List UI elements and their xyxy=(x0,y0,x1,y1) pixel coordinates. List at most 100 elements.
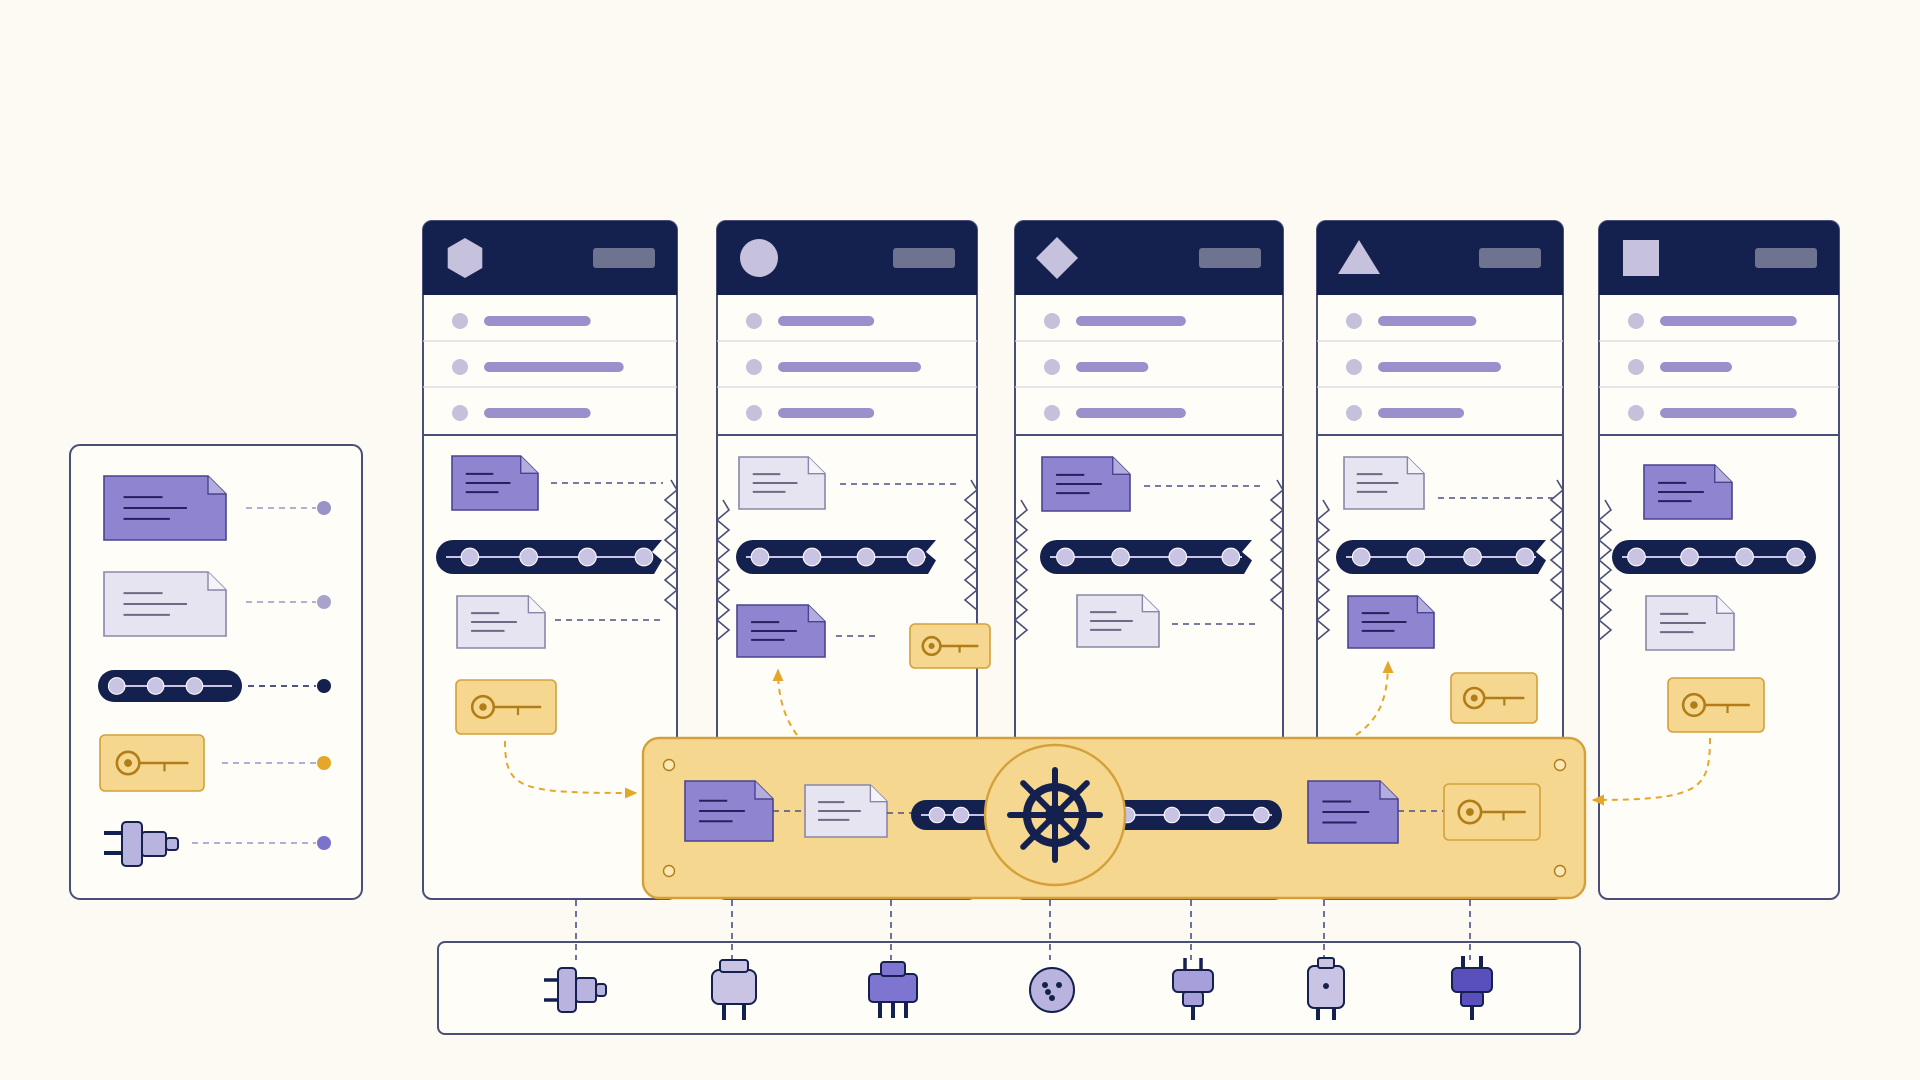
panel-header xyxy=(1015,221,1283,295)
list-bullet xyxy=(452,405,468,421)
list-item xyxy=(1628,313,1797,329)
list-line xyxy=(1076,362,1149,372)
document-icon xyxy=(1643,464,1733,520)
key-icon xyxy=(1667,677,1765,733)
list-item xyxy=(1044,313,1186,329)
document-icon xyxy=(736,604,826,658)
plug-tall-icon xyxy=(1172,958,1214,1020)
list-bullet xyxy=(1628,313,1644,329)
flow-arrow xyxy=(1355,660,1394,736)
square-icon xyxy=(1623,240,1659,276)
list-item xyxy=(423,340,677,375)
pipeline-icon xyxy=(1110,800,1282,830)
document-icon xyxy=(738,456,826,510)
document-icon xyxy=(1041,456,1131,512)
panel-header xyxy=(1599,221,1839,295)
legend-item-pipeline xyxy=(98,670,331,702)
pipeline-icon xyxy=(1336,540,1546,574)
panel-header xyxy=(717,221,977,295)
document-icon xyxy=(103,571,227,637)
document-icon xyxy=(804,784,888,838)
list-bullet xyxy=(1044,405,1060,421)
list-item xyxy=(1346,313,1477,329)
list-line xyxy=(1076,408,1186,418)
legend-item-plug xyxy=(104,821,331,867)
torn-edge xyxy=(1315,499,1331,641)
circle-icon xyxy=(740,239,778,277)
integration-hub xyxy=(641,736,1587,900)
list-line xyxy=(778,316,875,326)
list-item xyxy=(746,313,875,329)
header-badge xyxy=(593,248,655,268)
panel-circle xyxy=(715,220,991,900)
torn-edge xyxy=(963,479,979,611)
panel-header xyxy=(423,221,677,295)
legend-panel xyxy=(69,444,363,900)
list-item xyxy=(1599,340,1839,375)
legend-dot xyxy=(317,756,331,770)
list-bullet xyxy=(1628,359,1644,375)
list-line xyxy=(1660,362,1732,372)
list-item xyxy=(1599,386,1839,421)
list-item xyxy=(1015,340,1283,375)
legend-item-key xyxy=(99,734,331,792)
list-bullet xyxy=(1044,313,1060,329)
ship-wheel-icon xyxy=(983,743,1127,887)
hub-rivet xyxy=(1553,758,1567,772)
list-line xyxy=(1378,408,1465,418)
legend-dot xyxy=(317,679,331,693)
connector-frame xyxy=(437,941,1581,1035)
list-bullet xyxy=(746,405,762,421)
key-icon xyxy=(1450,672,1538,724)
header-badge xyxy=(1479,248,1541,268)
torn-edge xyxy=(1597,499,1613,641)
flow-arrow xyxy=(504,740,638,799)
hub-rivet xyxy=(662,864,676,878)
key-icon xyxy=(909,623,991,669)
header-badge xyxy=(1199,248,1261,268)
document-icon xyxy=(1307,780,1399,844)
legend-dot xyxy=(317,836,331,850)
hub-rivet xyxy=(1553,864,1567,878)
panel-header xyxy=(1317,221,1563,295)
triangle-icon xyxy=(1338,240,1380,274)
plug-box-icon xyxy=(1307,957,1345,1020)
diamond-icon xyxy=(1036,237,1078,279)
pipeline-icon xyxy=(98,670,242,702)
legend-dot xyxy=(317,501,331,515)
list-line xyxy=(778,408,875,418)
list-item xyxy=(717,386,977,421)
list-bullet xyxy=(746,313,762,329)
plug-three-prong-icon xyxy=(868,961,918,1018)
torn-edge xyxy=(663,479,679,611)
list-bullet xyxy=(1346,405,1362,421)
document-icon xyxy=(451,455,539,511)
plug-icon xyxy=(104,821,179,867)
torn-edge xyxy=(1269,479,1285,611)
connector-strip xyxy=(437,900,1581,1035)
pipeline-icon xyxy=(1040,540,1252,574)
list-bullet xyxy=(452,359,468,375)
list-item xyxy=(1317,340,1563,375)
document-icon xyxy=(103,475,227,541)
pipeline-icon xyxy=(1612,540,1816,574)
list-item xyxy=(717,340,977,375)
list-bullet xyxy=(452,313,468,329)
flow-arrow xyxy=(1591,737,1711,806)
list-line xyxy=(778,362,921,372)
socket-round-icon xyxy=(1029,967,1075,1013)
hexagon-icon xyxy=(447,238,483,278)
list-line xyxy=(1660,316,1797,326)
list-line xyxy=(484,316,591,326)
list-item xyxy=(423,386,677,421)
torn-edge xyxy=(715,499,731,641)
legend-item-document-filled xyxy=(103,475,331,541)
torn-edge xyxy=(1549,479,1565,611)
document-icon xyxy=(1343,456,1425,510)
plug-side-icon xyxy=(544,967,607,1013)
plug-two-prong-icon xyxy=(711,959,757,1020)
key-icon xyxy=(1443,783,1541,841)
list-line xyxy=(1378,362,1501,372)
